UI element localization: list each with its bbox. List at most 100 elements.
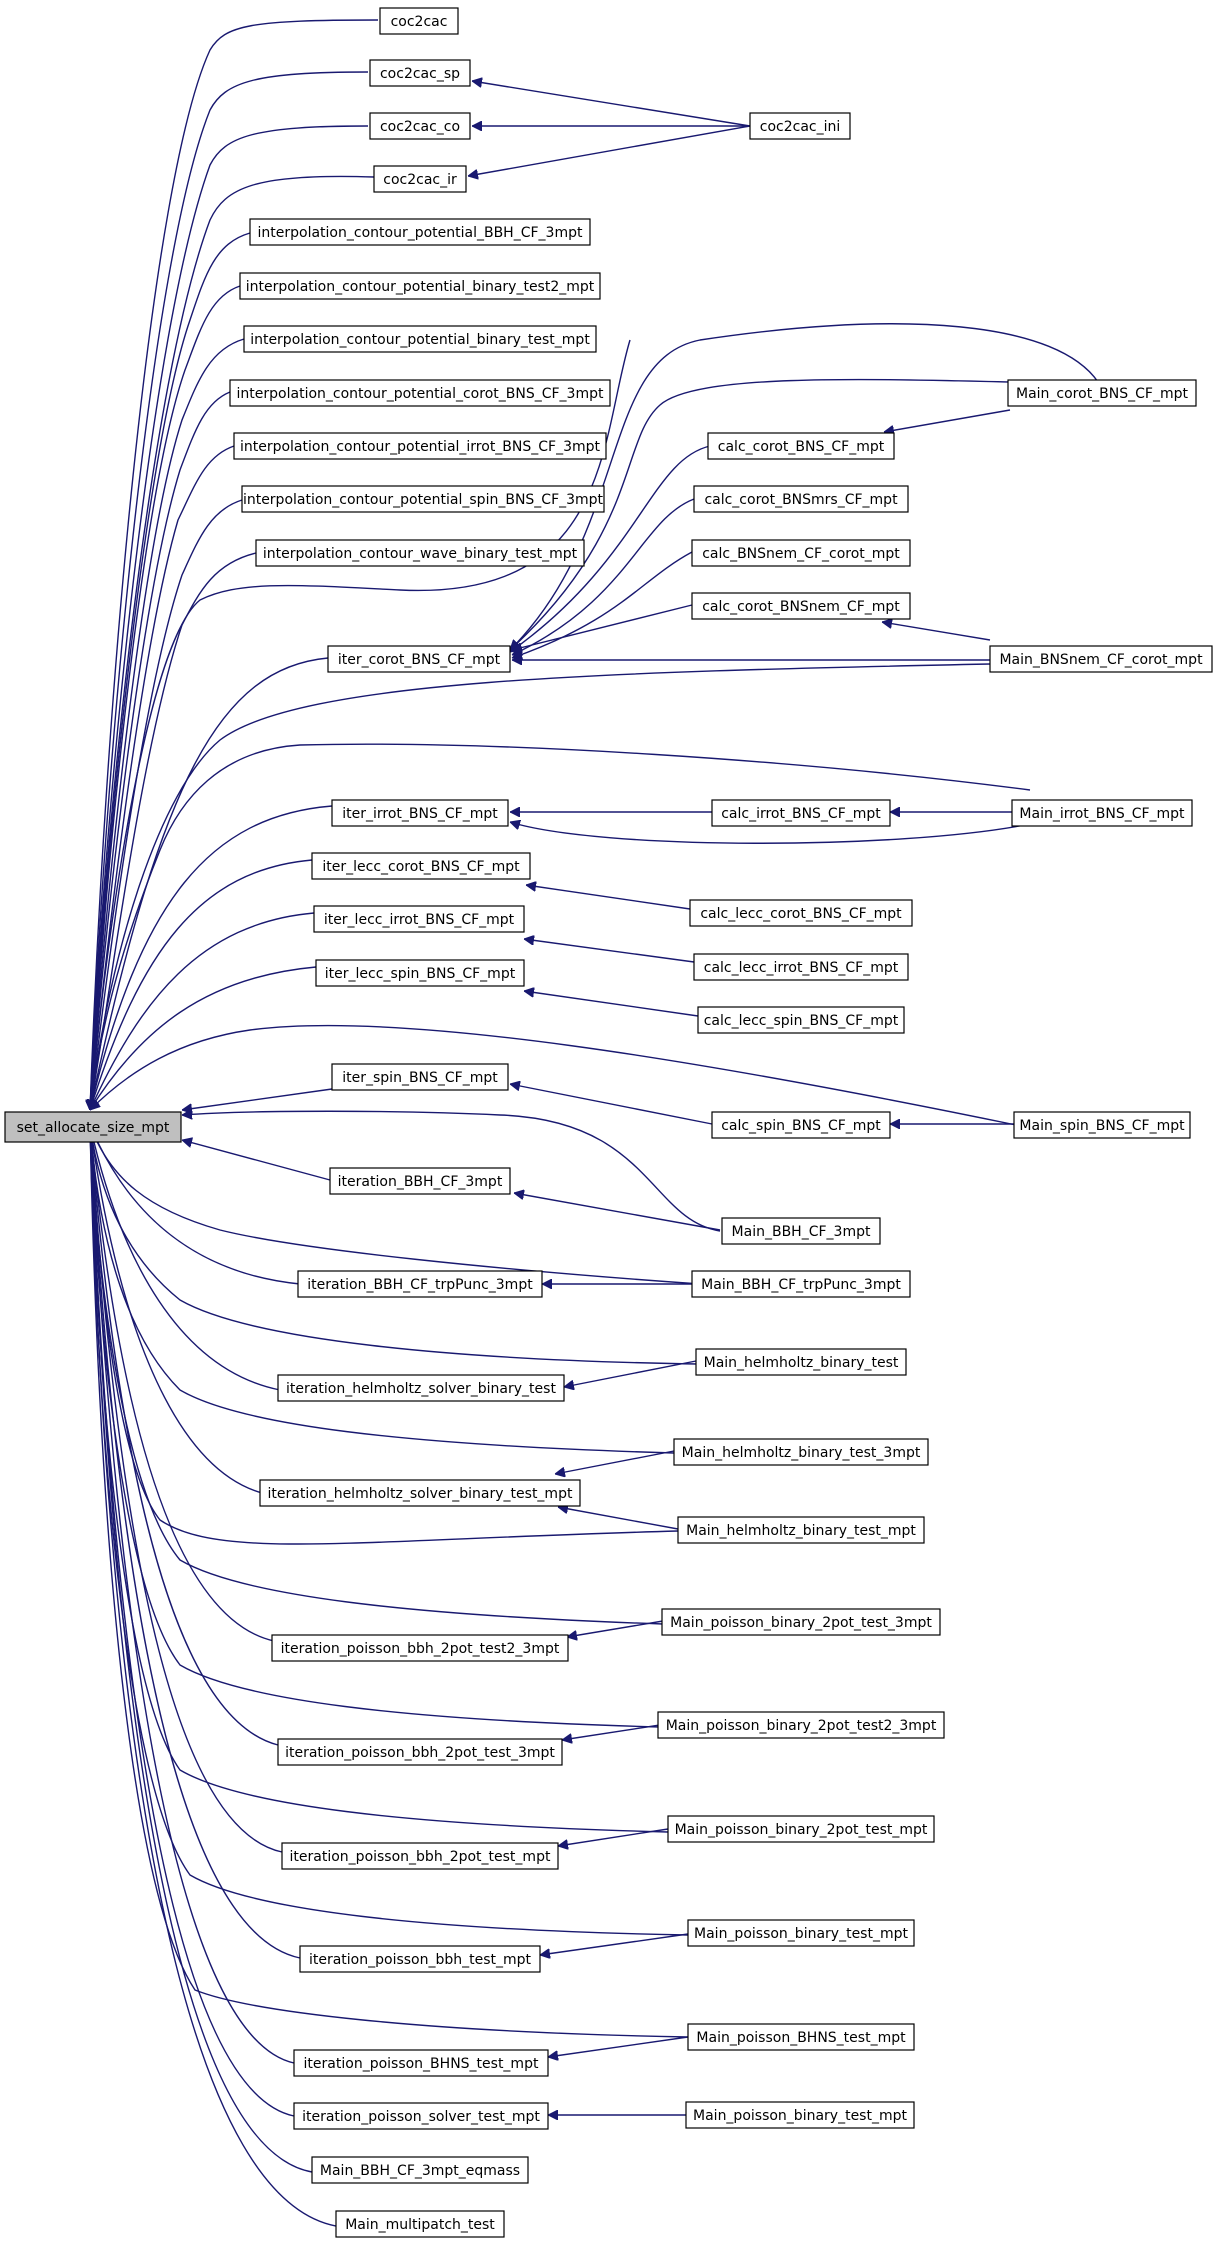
graph-node[interactable]: iter_corot_BNS_CF_mpt [327,645,511,673]
graph-node[interactable]: iteration_poisson_bbh_2pot_test_mpt [281,1842,559,1870]
graph-node[interactable]: iteration_poisson_BHNS_test_mpt [293,2049,549,2077]
edge [90,1125,701,1285]
graph-node[interactable]: calc_BNSnem_CF_corot_mpt [691,539,911,567]
graph-node[interactable]: iteration_poisson_bbh_test_mpt [299,1945,541,1973]
edge [90,1125,689,2038]
graph-node[interactable]: interpolation_contour_wave_binary_test_m… [255,539,585,567]
graph-node[interactable]: calc_corot_BNS_CF_mpt [707,432,895,460]
graph-node[interactable]: iter_lecc_spin_BNS_CF_mpt [315,959,525,987]
edge [526,885,691,910]
edge [512,498,695,655]
graph-node[interactable]: iteration_helmholtz_solver_binary_test [277,1374,565,1402]
graph-node[interactable]: coc2cac [379,7,459,35]
graph-node[interactable]: calc_irrot_BNS_CF_mpt [711,799,891,827]
node-label: Main_multipatch_test [345,2217,495,2233]
graph-node[interactable]: interpolation_contour_potential_corot_BN… [229,379,611,407]
node-label: iter_lecc_corot_BNS_CF_mpt [322,859,520,875]
edge [564,1360,697,1387]
node-label: interpolation_contour_wave_binary_test_m… [263,546,578,562]
node-label: coc2cac_ini [760,119,841,135]
edge [90,1125,283,1853]
edge [90,499,243,1110]
graph-node[interactable]: iter_irrot_BNS_CF_mpt [331,799,509,827]
node-label: set_allocate_size_mpt [17,1120,170,1136]
graph-node[interactable]: Main_helmholtz_binary_test_3mpt [673,1438,929,1466]
edge [182,1088,333,1110]
edge [90,1024,1017,1126]
graph-node[interactable]: coc2cac_ini [749,112,851,140]
graph-node[interactable]: Main_poisson_BHNS_test_mpt [687,2023,915,2051]
graph-node[interactable]: Main_spin_BNS_CF_mpt [1013,1111,1191,1139]
edge [90,1125,699,1365]
node-label: calc_irrot_BNS_CF_mpt [721,806,881,822]
graph-node[interactable]: calc_corot_BNSnem_CF_mpt [691,592,911,620]
graph-node[interactable]: interpolation_contour_potential_BBH_CF_3… [249,218,591,246]
graph-node[interactable]: iter_lecc_corot_BNS_CF_mpt [311,852,531,880]
edge [90,1125,301,1285]
node-label: calc_corot_BNSnem_CF_mpt [702,599,900,615]
graph-node[interactable]: Main_poisson_binary_test_mpt [685,2101,915,2129]
node-label: coc2cac_co [380,119,460,135]
graph-node[interactable]: Main_BBH_CF_3mpt [721,1217,881,1245]
graph-node[interactable]: iteration_helmholtz_solver_binary_test_m… [259,1479,581,1507]
graph-node[interactable]: interpolation_contour_potential_irrot_BN… [233,432,607,460]
edge [510,1084,713,1125]
node-label: Main_BBH_CF_3mpt_eqmass [320,2163,520,2179]
graph-node[interactable]: Main_poisson_binary_test_mpt [687,1919,915,1947]
graph-node[interactable]: iteration_poisson_solver_test_mpt [293,2102,549,2130]
graph-node[interactable]: Main_multipatch_test [335,2210,505,2238]
graph-node[interactable]: Main_poisson_binary_2pot_test_3mpt [661,1608,941,1636]
edge [90,175,375,1110]
edge [562,1724,661,1740]
graph-node[interactable]: Main_BBH_CF_3mpt_eqmass [311,2156,529,2184]
node-label: iter_spin_BNS_CF_mpt [342,1070,498,1086]
edge [567,1620,664,1637]
edge [89,966,317,1110]
graph-node-root[interactable]: set_allocate_size_mpt [4,1111,182,1143]
graph-node[interactable]: calc_lecc_corot_BNS_CF_mpt [689,899,913,927]
edge [90,743,1031,1110]
graph-node[interactable]: iter_spin_BNS_CF_mpt [331,1063,509,1091]
graph-node[interactable]: iteration_BBH_CF_trpPunc_3mpt [297,1270,543,1298]
graph-node[interactable]: Main_BNSnem_CF_corot_mpt [989,645,1213,673]
node-label: Main_BNSnem_CF_corot_mpt [999,652,1203,668]
edge [90,1125,281,1391]
graph-node[interactable]: Main_helmholtz_binary_test [695,1348,907,1376]
node-label: calc_spin_BNS_CF_mpt [721,1118,881,1134]
graph-node[interactable]: coc2cac_sp [369,59,471,87]
edge [90,338,245,1110]
edge [90,1125,301,1959]
edge [472,81,751,127]
node-label: iteration_poisson_bbh_test_mpt [309,1952,532,1968]
graph-node[interactable]: Main_poisson_binary_2pot_test2_3mpt [657,1711,945,1739]
graph-node[interactable]: Main_irrot_BNS_CF_mpt [1011,799,1193,827]
node-label: Main_poisson_binary_2pot_test_3mpt [670,1615,932,1631]
edge [510,822,1031,844]
edge [510,445,711,652]
graph-node[interactable]: iteration_poisson_bbh_2pot_test_3mpt [277,1738,563,1766]
node-label: Main_poisson_binary_test_mpt [694,1926,908,1942]
graph-node[interactable]: iteration_poisson_bbh_2pot_test2_3mpt [271,1634,569,1662]
graph-node[interactable]: coc2cac_ir [373,165,467,193]
graph-node[interactable]: coc2cac_co [369,112,471,140]
graph-node[interactable]: iteration_BBH_CF_3mpt [329,1167,511,1195]
graph-node[interactable]: calc_spin_BNS_CF_mpt [711,1111,891,1139]
node-label: Main_irrot_BNS_CF_mpt [1019,806,1185,822]
graph-node[interactable]: iter_lecc_irrot_BNS_CF_mpt [313,905,525,933]
graph-node[interactable]: interpolation_contour_potential_spin_BNS… [241,485,605,513]
node-label: iteration_poisson_BHNS_test_mpt [304,2056,539,2072]
graph-node[interactable]: Main_poisson_binary_2pot_test_mpt [667,1815,935,1843]
graph-node[interactable]: calc_lecc_spin_BNS_CF_mpt [697,1006,905,1034]
graph-node[interactable]: Main_BBH_CF_trpPunc_3mpt [691,1270,911,1298]
graph-node[interactable]: Main_corot_BNS_CF_mpt [1007,379,1197,407]
graph-node[interactable]: calc_corot_BNSmrs_CF_mpt [693,485,909,513]
edge [555,1450,675,1474]
edge [90,805,333,1110]
graph-node[interactable]: Main_helmholtz_binary_test_mpt [677,1516,925,1544]
graph-node[interactable]: interpolation_contour_potential_binary_t… [239,272,601,300]
graph-node[interactable]: interpolation_contour_potential_binary_t… [243,325,597,353]
edge [524,939,695,963]
edge [182,1140,331,1181]
graph-node[interactable]: calc_lecc_irrot_BNS_CF_mpt [693,953,909,981]
